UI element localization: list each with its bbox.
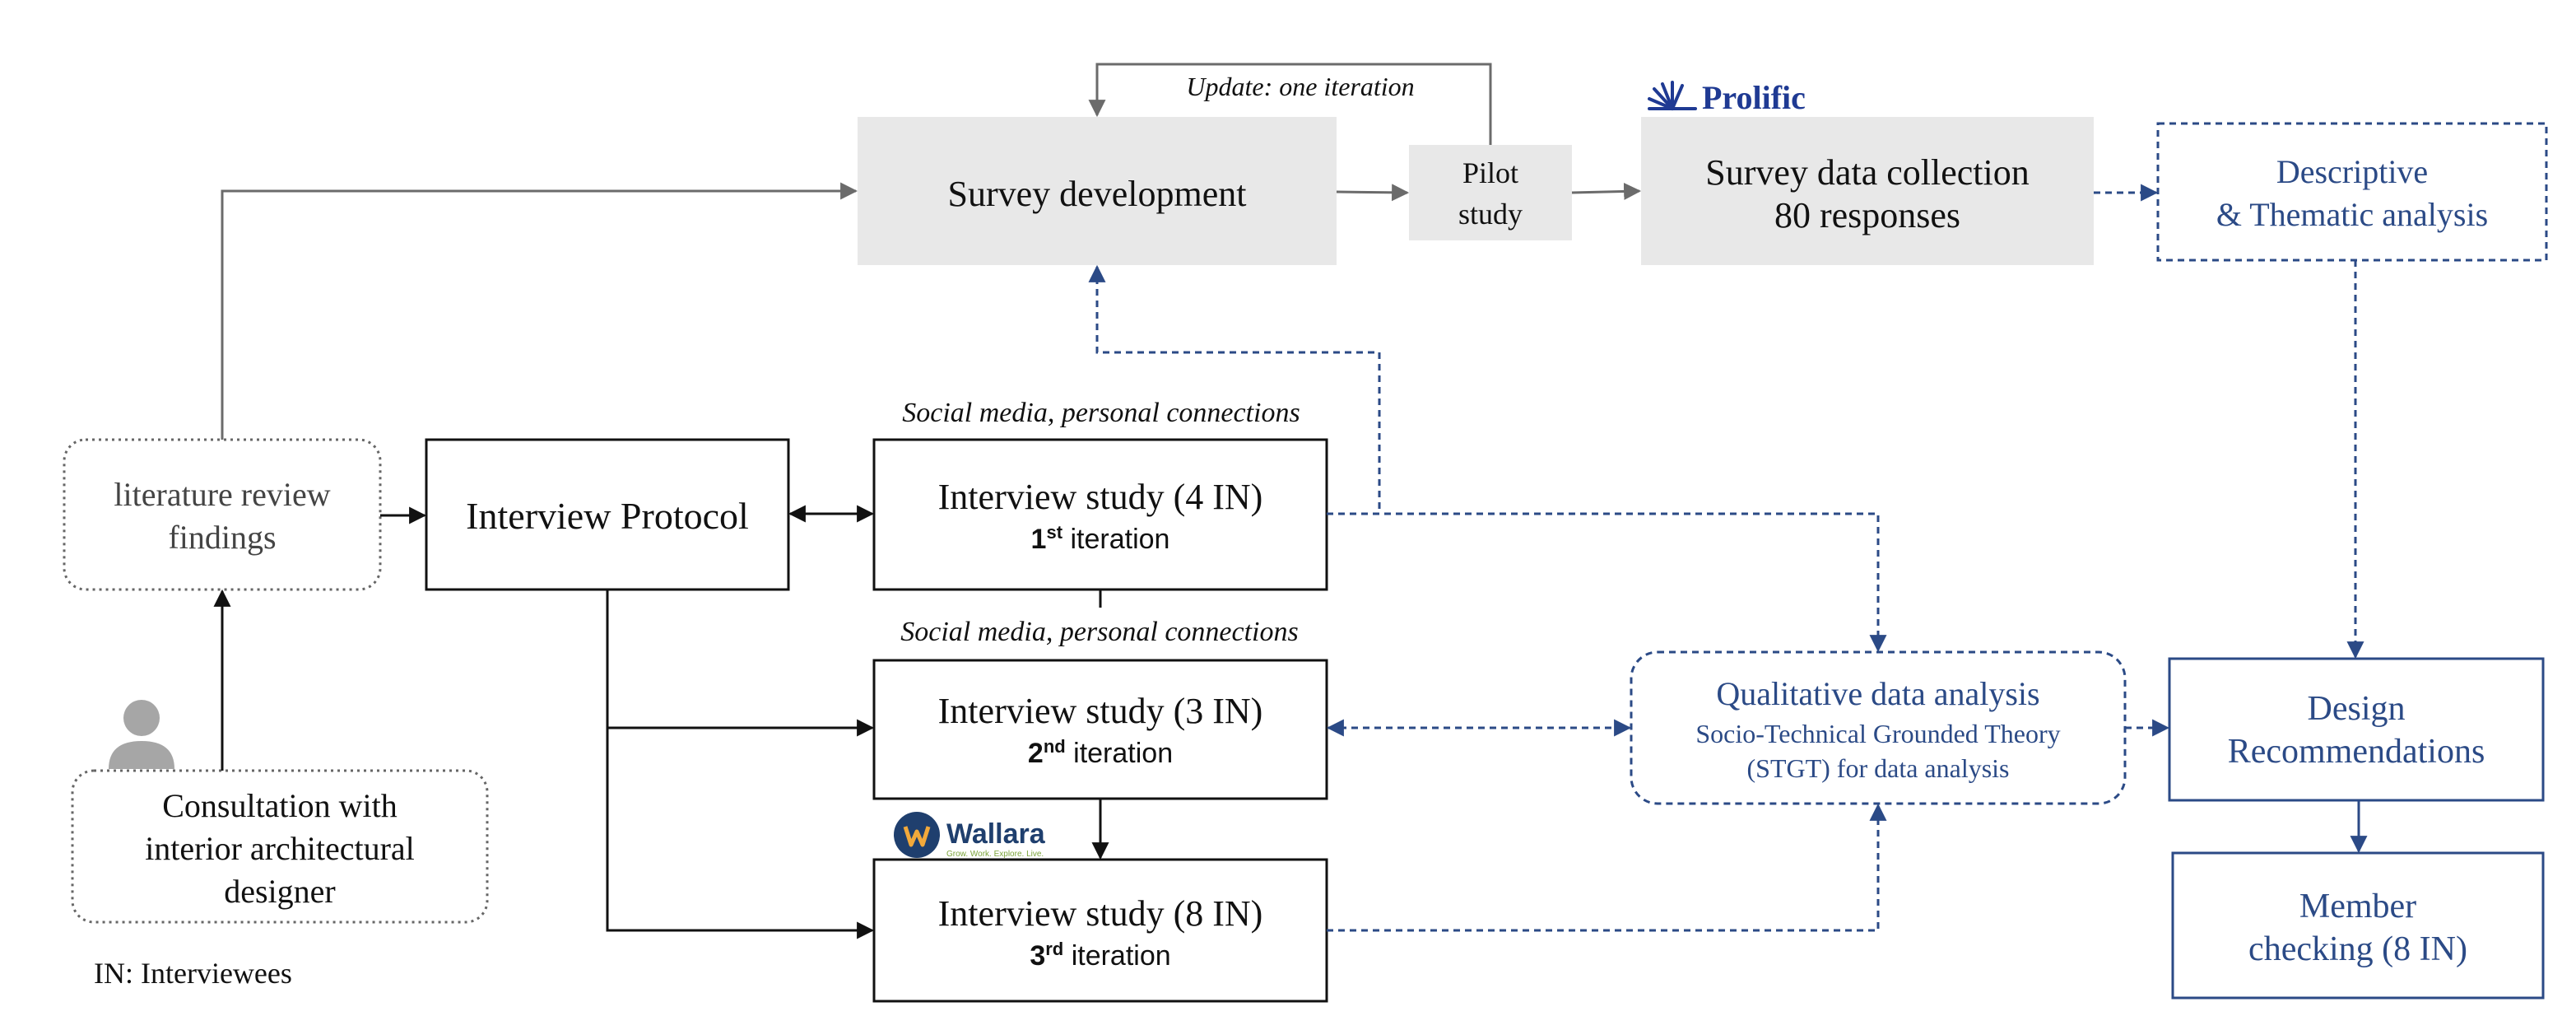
interview1-superscript: st — [1046, 522, 1062, 543]
interview2-iteration: 2nd iteration — [1028, 736, 1173, 769]
qual-line2: Socio-Technical Grounded Theory — [1695, 719, 2060, 748]
consultation-box: Consultation with interior architectural… — [71, 769, 489, 924]
connector-pilot-to-collection — [1571, 182, 1642, 200]
descriptive-thematic-box: Descriptive & Thematic analysis — [2156, 122, 2548, 262]
connector-update-loop — [1088, 63, 1492, 145]
social-media-label-1: Social media, personal connections — [902, 398, 1300, 428]
survey-data-collection-box: Survey data collection 80 responses — [1641, 117, 2094, 265]
member-line2: checking (8 IN) — [2248, 930, 2467, 968]
interview2-iteration-word: iteration — [1066, 738, 1173, 769]
connector-lit-review-to-survey — [221, 182, 858, 440]
interview1-iteration-word: iteration — [1062, 524, 1169, 555]
design-line1: Design — [2308, 690, 2406, 728]
member-line1: Member — [2299, 888, 2416, 925]
interview3-iteration: 3rd iteration — [1030, 939, 1170, 972]
consult-line2: interior architectural — [145, 830, 415, 867]
wallara-wordmark: Wallara — [946, 818, 1046, 850]
consult-line1: Consultation with — [162, 787, 398, 824]
update-iteration-label: Update: one iteration — [1186, 72, 1414, 101]
descriptive-line1: Descriptive — [2276, 153, 2428, 190]
connector-interview3-to-qual — [1327, 803, 1887, 932]
interview3-superscript: rd — [1045, 939, 1063, 959]
interview2-ordinal: 2 — [1028, 738, 1044, 769]
survey-development-box: Survey development — [858, 117, 1337, 265]
interview3-title: Interview study (8 IN) — [938, 893, 1263, 934]
descriptive-line2: & Thematic analysis — [2216, 196, 2488, 233]
interview2-superscript: nd — [1044, 736, 1066, 757]
qual-line1: Qualitative data analysis — [1716, 675, 2039, 712]
literature-review-box: literature review findings — [63, 438, 382, 591]
legend-label: IN: Interviewees — [94, 957, 292, 990]
connector-survey-to-pilot — [1336, 184, 1410, 202]
consult-line3: designer — [224, 873, 336, 910]
interview-study-1-box: Interview study (4 IN) 1st iteration — [872, 438, 1328, 591]
interview2-title: Interview study (3 IN) — [938, 691, 1263, 731]
pilot-label-line1: Pilot — [1462, 156, 1518, 189]
design-line2: Recommendations — [2228, 733, 2485, 771]
wallara-logo: Wallara Grow. Work. Explore. Live. — [894, 812, 1046, 859]
interview-protocol-label: Interview Protocol — [466, 495, 749, 537]
prolific-sunburst-icon — [1648, 81, 1697, 110]
interview3-iteration-word: iteration — [1063, 940, 1170, 972]
qual-line3: (STGT) for data analysis — [1746, 753, 2009, 783]
design-recommendations-box: Design Recommendations — [2168, 657, 2545, 802]
prolific-wordmark: Prolific — [1702, 79, 1806, 116]
lit-review-line2: findings — [168, 519, 276, 556]
interview1-iteration: 1st iteration — [1031, 522, 1170, 555]
wallara-tagline: Grow. Work. Explore. Live. — [946, 850, 1044, 859]
prolific-logo: Prolific — [1648, 79, 1806, 116]
interview-protocol-box: Interview Protocol — [425, 438, 790, 591]
lit-review-line1: literature review — [114, 476, 330, 513]
connector-interview1-to-qual — [1327, 512, 1887, 653]
interview1-ordinal: 1 — [1031, 524, 1047, 555]
interview-study-2-box: Interview study (3 IN) 2nd iteration — [872, 659, 1328, 800]
interview3-ordinal: 3 — [1030, 940, 1045, 972]
social-media-label-2: Social media, personal connections — [900, 617, 1298, 647]
person-icon — [109, 700, 174, 769]
interview1-title: Interview study (4 IN) — [938, 477, 1263, 517]
pilot-label-line2: study — [1458, 198, 1523, 231]
pilot-study-box: Pilot study — [1409, 145, 1572, 240]
member-checking-box: Member checking (8 IN) — [2171, 851, 2545, 1000]
survey-development-label: Survey development — [948, 174, 1247, 214]
connector-protocol-to-interview3 — [606, 590, 875, 939]
qualitative-analysis-box: Qualitative data analysis Socio-Technica… — [1630, 650, 2127, 805]
interview-study-3-box: Interview study (8 IN) 3rd iteration — [872, 858, 1328, 1003]
survey-collection-line1: Survey data collection — [1705, 152, 2029, 193]
survey-collection-line2: 80 responses — [1774, 195, 1960, 235]
